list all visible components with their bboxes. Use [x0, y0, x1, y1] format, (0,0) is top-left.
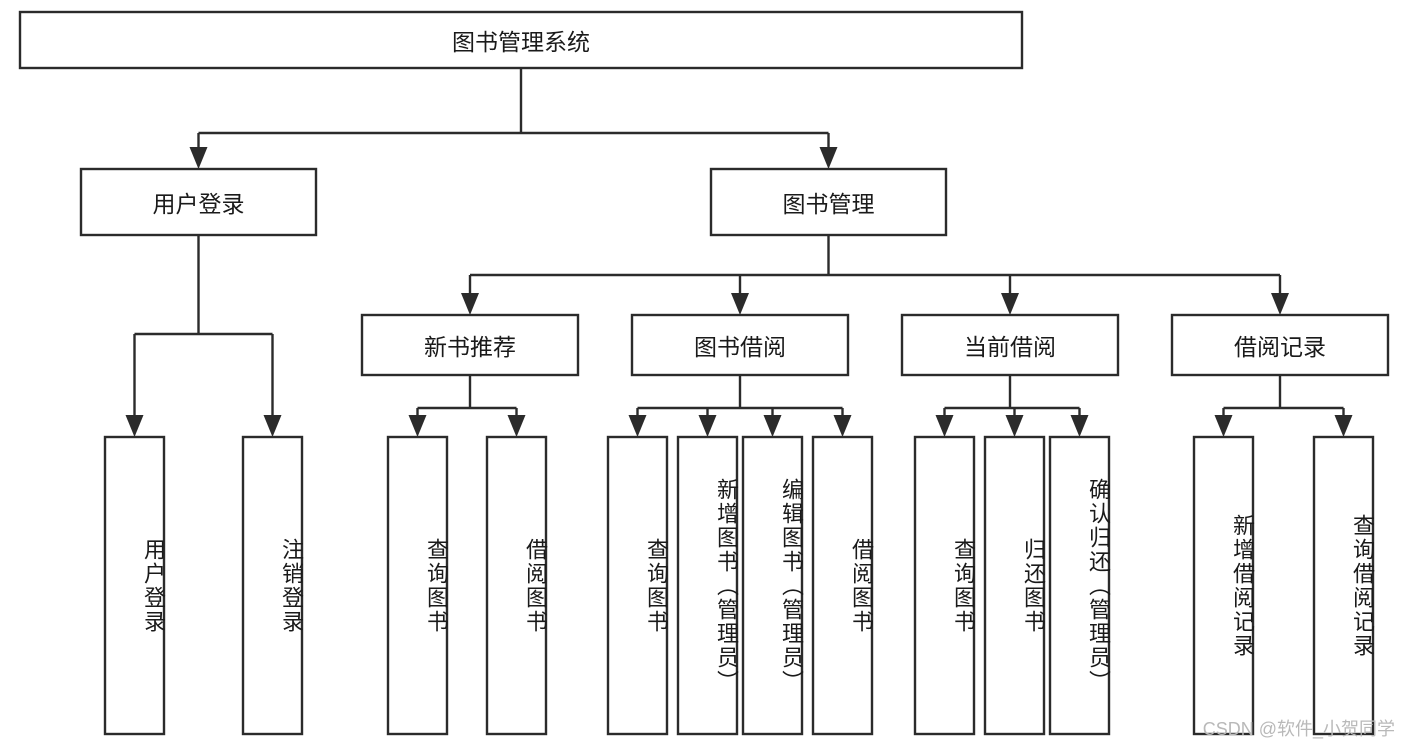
arrow-head-icon	[763, 415, 782, 437]
arrow-head-icon	[1214, 415, 1233, 437]
node-box-leaf-add-book-admin[interactable]	[676, 435, 739, 736]
arrow-head-icon	[1001, 293, 1019, 315]
node-box-book-management[interactable]	[709, 167, 948, 237]
node-box-leaf-query-book-current[interactable]	[913, 435, 976, 736]
arrow-head-icon	[628, 415, 647, 437]
node-box-leaf-add-borrow-record[interactable]	[1192, 435, 1255, 736]
arrow-head-icon	[819, 147, 838, 169]
node-box-leaf-query-borrow-record[interactable]	[1312, 435, 1375, 736]
node-box-leaf-borrow-book[interactable]	[811, 435, 874, 736]
node-box-user-login[interactable]	[79, 167, 318, 237]
node-box-new-book-recommend[interactable]	[360, 313, 580, 377]
node-box-leaf-return-book[interactable]	[983, 435, 1046, 736]
node-box-leaf-user-logout[interactable]	[241, 435, 304, 736]
node-box-layer	[18, 10, 1390, 736]
arrow-head-icon	[698, 415, 717, 437]
node-box-leaf-user-login[interactable]	[103, 435, 166, 736]
arrow-head-icon	[1005, 415, 1024, 437]
node-box-current-borrow[interactable]	[900, 313, 1120, 377]
arrow-head-icon	[461, 293, 479, 315]
node-box-book-borrow[interactable]	[630, 313, 850, 377]
node-box-root[interactable]	[18, 10, 1024, 70]
arrow-head-icon	[263, 415, 282, 437]
arrow-head-icon	[833, 415, 852, 437]
arrow-head-icon	[408, 415, 427, 437]
arrow-head-icon	[731, 293, 749, 315]
arrow-head-icon	[189, 147, 208, 169]
node-box-leaf-borrow-book-recommend[interactable]	[485, 435, 548, 736]
connector-layer	[125, 68, 1353, 437]
node-box-borrow-record[interactable]	[1170, 313, 1390, 377]
node-box-leaf-edit-book-admin[interactable]	[741, 435, 804, 736]
arrow-head-icon	[935, 415, 954, 437]
node-box-leaf-confirm-return-admin[interactable]	[1048, 435, 1111, 736]
arrow-head-icon	[1271, 293, 1289, 315]
arrow-head-icon	[1334, 415, 1353, 437]
node-box-leaf-query-book-borrow[interactable]	[606, 435, 669, 736]
node-box-leaf-query-book-recommend[interactable]	[386, 435, 449, 736]
arrow-head-icon	[125, 415, 144, 437]
arrow-head-icon	[507, 415, 526, 437]
arrow-head-icon	[1070, 415, 1089, 437]
